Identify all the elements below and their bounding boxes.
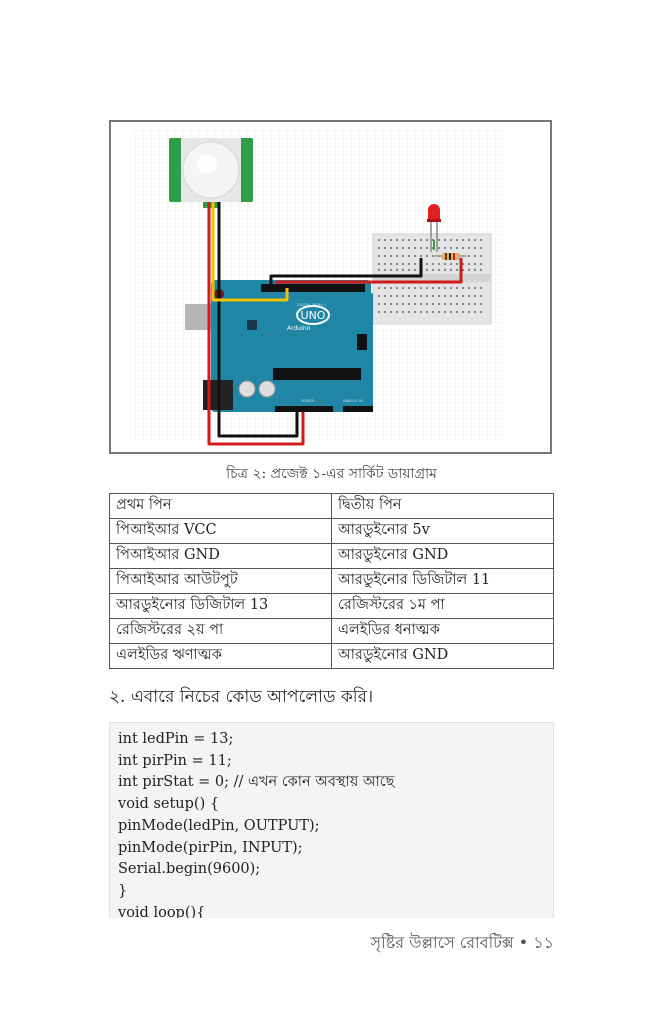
- code-line: pinMode(pirPin, INPUT);: [118, 839, 303, 856]
- table-header-row: প্রথম পিন দ্বিতীয় পিন: [109, 493, 554, 519]
- resistor: [433, 253, 467, 260]
- board-digital-label: DIGITAL (PWM~): [297, 303, 327, 307]
- table-cell: পিআইআর GND: [109, 543, 332, 569]
- pir-sensor: [169, 138, 253, 208]
- table-cell: পিআইআর VCC: [109, 518, 332, 544]
- board-brand-label: UNO: [301, 309, 326, 322]
- code-line: void loop(){: [118, 904, 206, 918]
- table-cell: রেজিস্টরের ২য় পা: [109, 618, 332, 644]
- table-cell: রেজিস্টরের ১ম পা: [331, 593, 554, 619]
- figure-caption: চিত্র ২: প্রজেক্ট ১-এর সার্কিট ডায়াগ্রা…: [226, 466, 437, 482]
- code-line: int ledPin = 13;: [118, 731, 234, 747]
- code-line: int pirStat = 0; // এখন কোন অবস্থায় আছে: [118, 774, 395, 791]
- circuit-diagram-figure: UNO Arduino DIGITAL (PWM~) POWER ANALOG …: [109, 120, 552, 454]
- arduino-board: UNO Arduino DIGITAL (PWM~) POWER ANALOG …: [185, 280, 373, 412]
- table-row: রেজিস্টরের ২য় পা এলইডির ধনাত্মক: [109, 618, 554, 644]
- pin-connection-table: প্রথম পিন দ্বিতীয় পিন পিআইআর VCC আরডুইন…: [109, 493, 554, 669]
- wires: [207, 202, 463, 446]
- table-cell: আরডুইনোর ডিজিটাল 13: [109, 593, 332, 619]
- board-analog-label: ANALOG IN: [343, 399, 363, 403]
- table-cell: এলইডির ধনাত্মক: [331, 618, 554, 644]
- code-line: Serial.begin(9600);: [118, 861, 261, 878]
- table-cell: প্রথম পিন: [109, 493, 332, 519]
- step-instruction: ২. এবারে নিচের কোড আপলোড করি।: [109, 687, 374, 707]
- table-cell: আরডুইনোর GND: [331, 643, 554, 669]
- led: [427, 204, 441, 252]
- table-cell: আরডুইনোর 5v: [331, 518, 554, 544]
- table-row: পিআইআর আউটপুট আরডুইনোর ডিজিটাল 11: [109, 568, 554, 594]
- table-row: এলইডির ঋণাত্মক আরডুইনোর GND: [109, 643, 554, 669]
- page-footer: সৃষ্টির উল্লাসে রোবটিক্স • ১১: [370, 933, 554, 952]
- code-line: pinMode(ledPin, OUTPUT);: [118, 817, 320, 834]
- table-cell: দ্বিতীয় পিন: [331, 493, 554, 519]
- code-block: int ledPin = 13; int pirPin = 11; int pi…: [109, 722, 554, 918]
- circuit-diagram: UNO Arduino DIGITAL (PWM~) POWER ANALOG …: [111, 122, 550, 452]
- table-row: পিআইআর GND আরডুইনোর GND: [109, 543, 554, 569]
- table-cell: পিআইআর আউটপুট: [109, 568, 332, 594]
- table-cell: এলইডির ঋণাত্মক: [109, 643, 332, 669]
- board-power-label: POWER: [301, 399, 315, 403]
- table-row: আরডুইনোর ডিজিটাল 13 রেজিস্টরের ১ম পা: [109, 593, 554, 619]
- table-cell: আরডুইনোর ডিজিটাল 11: [331, 568, 554, 594]
- table-row: পিআইআর VCC আরডুইনোর 5v: [109, 518, 554, 544]
- table-cell: আরডুইনোর GND: [331, 543, 554, 569]
- code-line: int pirPin = 11;: [118, 752, 232, 769]
- breadboard: [372, 233, 492, 325]
- board-name-label: Arduino: [287, 325, 311, 332]
- code-line: void setup() {: [118, 796, 220, 813]
- code-line: }: [118, 882, 128, 899]
